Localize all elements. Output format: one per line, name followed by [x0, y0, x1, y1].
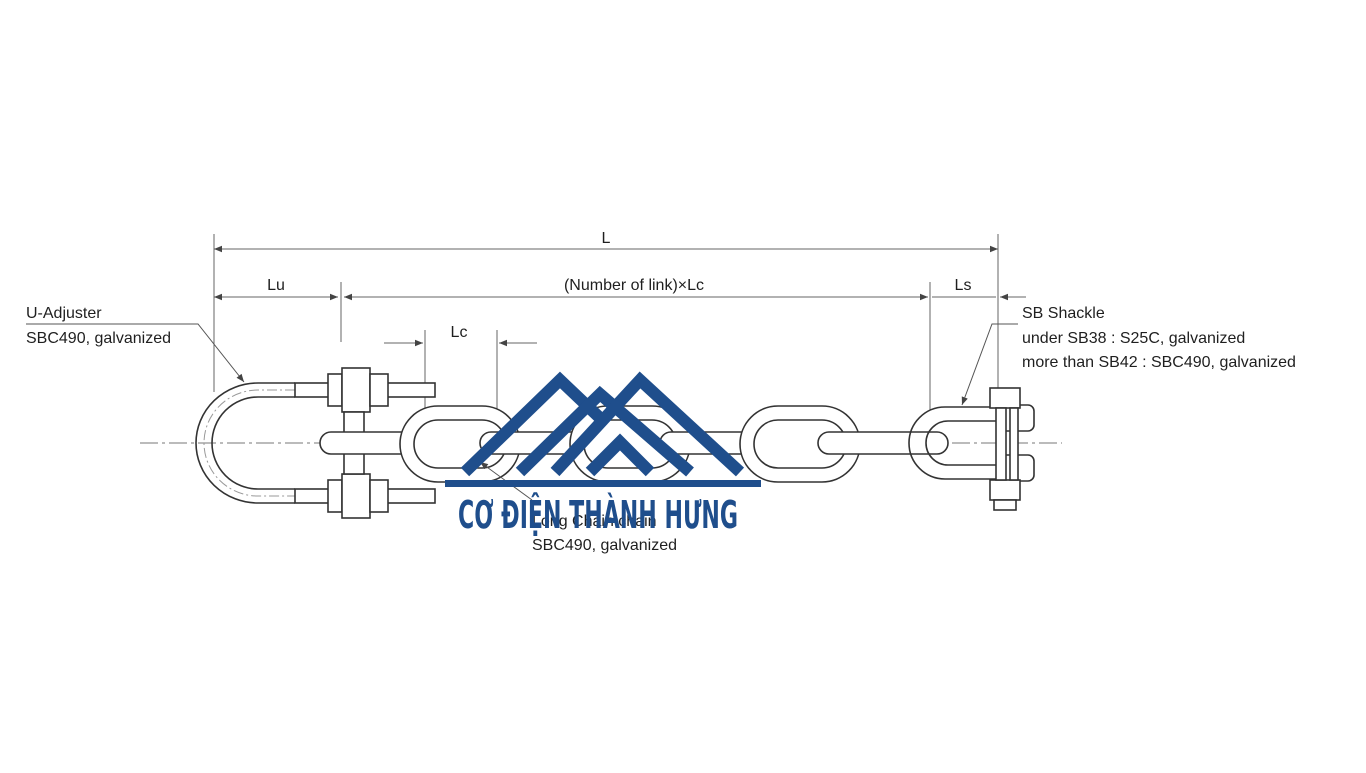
- chain-name: Long Chain chain: [532, 513, 657, 530]
- shackle-name: SB Shackle: [1022, 305, 1105, 322]
- dimension-lines: [213, 234, 1026, 410]
- logo-base-bar: [445, 480, 761, 487]
- dim-chain-label: (Number of link)×Lc: [564, 277, 704, 294]
- shackle-material-1: under SB38 : S25C, galvanized: [1022, 330, 1245, 347]
- u-adjuster-material: SBC490, galvanized: [26, 330, 171, 347]
- sb-shackle: [908, 387, 1035, 511]
- dim-ls-label: Ls: [955, 277, 972, 294]
- dimension-labels: L Lu (Number of link)×Lc Ls Lc: [267, 230, 971, 341]
- company-logo-watermark: CƠ ĐIỆN THÀNH HƯNG: [445, 371, 761, 537]
- chain-material: SBC490, galvanized: [532, 537, 677, 554]
- logo-roof-icon: [460, 371, 745, 477]
- dim-lc-label: Lc: [451, 324, 468, 341]
- u-adjuster-name: U-Adjuster: [26, 305, 102, 322]
- dim-lu-label: Lu: [267, 277, 285, 294]
- shackle-material-2: more than SB42 : SBC490, galvanized: [1022, 354, 1296, 371]
- callout-texts: U-Adjuster SBC490, galvanized SB Shackle…: [26, 305, 1296, 554]
- dim-total-label: L: [602, 230, 611, 247]
- logo-company-name: CƠ ĐIỆN THÀNH HƯNG: [458, 493, 738, 537]
